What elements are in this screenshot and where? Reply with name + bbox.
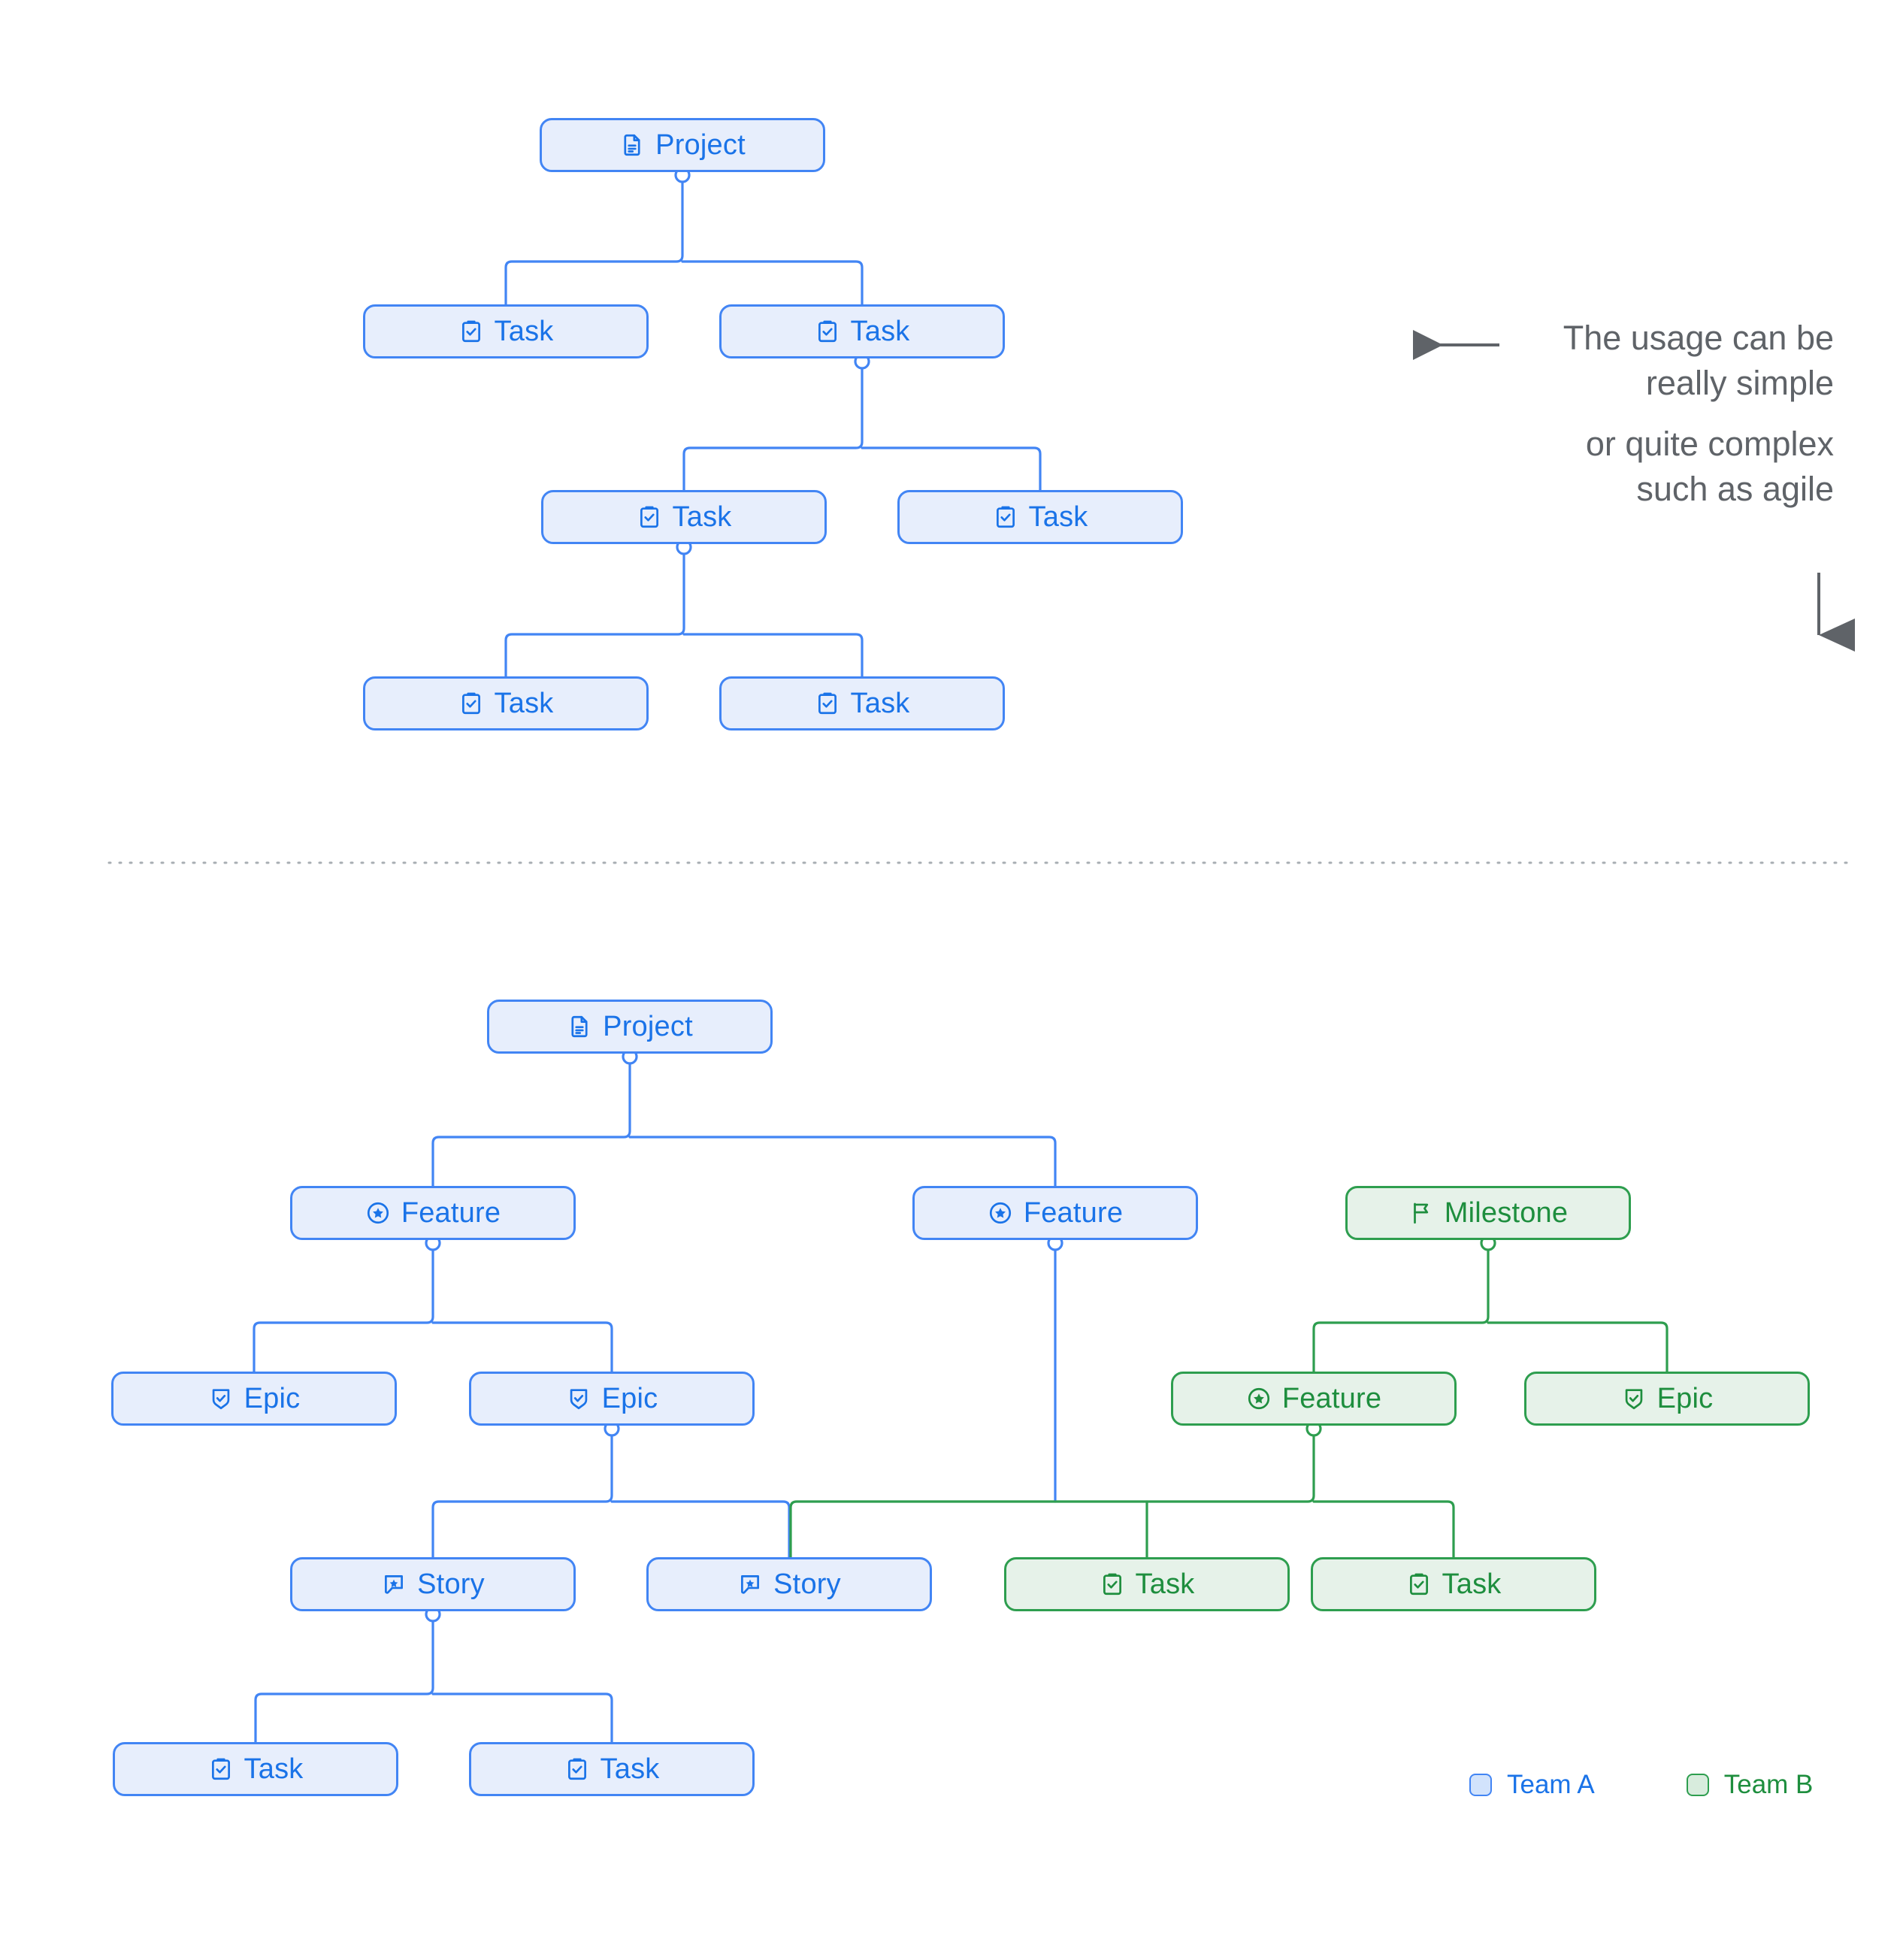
node-feature[interactable]: Feature [912, 1186, 1198, 1240]
node-task[interactable]: Task [363, 676, 649, 730]
node-label: Task [1442, 1568, 1502, 1600]
node-feature[interactable]: Feature [290, 1186, 576, 1240]
annotation-line-4: such as agile [1636, 469, 1834, 508]
node-project[interactable]: Project [540, 118, 825, 172]
node-epic[interactable]: Epic [469, 1372, 755, 1426]
node-label: Feature [401, 1196, 501, 1229]
node-milestone[interactable]: Milestone [1345, 1186, 1631, 1240]
node-task[interactable]: Task [719, 676, 1005, 730]
legend-item-team-a[interactable]: Team A [1469, 1770, 1595, 1800]
node-label: Task [1028, 501, 1088, 533]
task-icon [458, 319, 484, 344]
task-icon [815, 691, 840, 716]
node-story[interactable]: Story [290, 1557, 576, 1611]
node-label: Task [494, 687, 554, 719]
task-icon [458, 691, 484, 716]
node-label: Task [600, 1753, 660, 1785]
feature-icon [1246, 1386, 1272, 1411]
node-label: Milestone [1444, 1196, 1569, 1229]
node-label: Feature [1023, 1196, 1124, 1229]
document-icon [619, 132, 645, 158]
node-label: Epic [244, 1382, 301, 1414]
task-icon [1406, 1571, 1432, 1597]
annotation-line-1: The usage can be [1563, 319, 1834, 357]
node-label: Task [850, 687, 910, 719]
node-label: Project [603, 1010, 693, 1042]
legend-swatch-icon [1469, 1774, 1492, 1796]
node-label: Project [655, 129, 746, 161]
annotation-line-3: or quite complex [1585, 424, 1834, 463]
node-label: Task [1135, 1568, 1195, 1600]
node-label: Task [850, 315, 910, 347]
node-epic[interactable]: Epic [1524, 1372, 1810, 1426]
node-task[interactable]: Task [113, 1742, 398, 1796]
node-task[interactable]: Task [469, 1742, 755, 1796]
story-icon [381, 1571, 407, 1597]
node-label: Task [672, 501, 732, 533]
task-icon [564, 1756, 590, 1782]
node-task[interactable]: Task [363, 304, 649, 358]
epic-icon [566, 1386, 591, 1411]
milestone-icon [1408, 1200, 1434, 1226]
node-feature[interactable]: Feature [1171, 1372, 1457, 1426]
task-icon [637, 504, 662, 530]
node-task[interactable]: Task [719, 304, 1005, 358]
node-task[interactable]: Task [541, 490, 827, 544]
feature-icon [988, 1200, 1013, 1226]
legend-item-team-b[interactable]: Team B [1686, 1770, 1814, 1800]
node-label: Story [773, 1568, 841, 1600]
node-label: Task [244, 1753, 304, 1785]
story-icon [737, 1571, 763, 1597]
task-icon [1100, 1571, 1125, 1597]
node-label: Epic [601, 1382, 658, 1414]
legend-swatch-icon [1686, 1774, 1709, 1796]
node-task[interactable]: Task [1311, 1557, 1596, 1611]
legend-label: Team A [1507, 1770, 1595, 1799]
task-icon [993, 504, 1018, 530]
node-label: Story [417, 1568, 485, 1600]
node-label: Epic [1656, 1382, 1714, 1414]
node-task[interactable]: Task [1004, 1557, 1290, 1611]
annotation-line-2: really simple [1645, 364, 1834, 403]
node-epic[interactable]: Epic [111, 1372, 397, 1426]
feature-icon [365, 1200, 391, 1226]
epic-icon [208, 1386, 234, 1411]
document-icon [567, 1014, 592, 1039]
node-project[interactable]: Project [487, 1000, 773, 1054]
node-task[interactable]: Task [897, 490, 1183, 544]
legend-label: Team B [1723, 1770, 1814, 1799]
node-story[interactable]: Story [646, 1557, 932, 1611]
node-label: Feature [1281, 1382, 1382, 1414]
epic-icon [1621, 1386, 1647, 1411]
annotation-text-block: The usage can be really simple or quite … [1473, 316, 1834, 512]
legend: Team A Team B [1469, 1770, 1813, 1800]
task-icon [815, 319, 840, 344]
node-label: Task [494, 315, 554, 347]
task-icon [208, 1756, 234, 1782]
